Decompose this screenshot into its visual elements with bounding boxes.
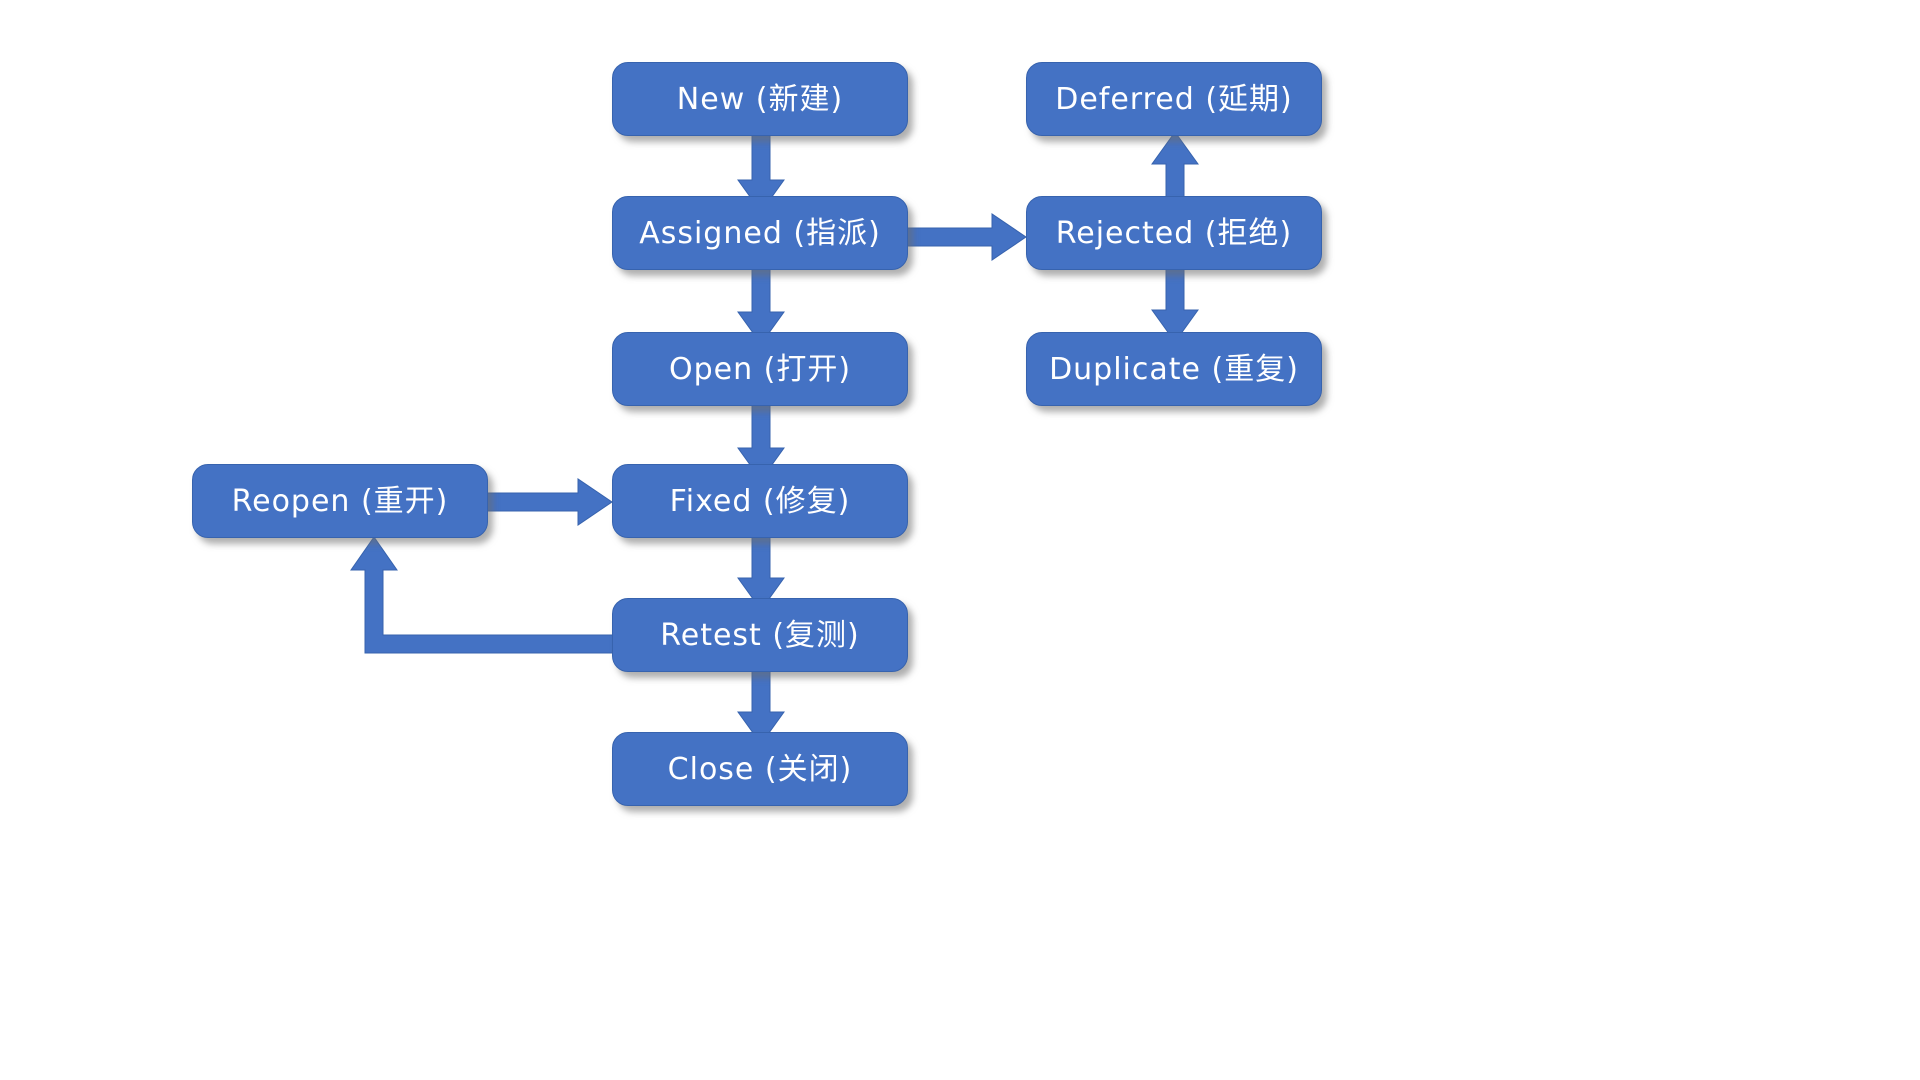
node-close[interactable]: Close (关闭) (612, 732, 908, 806)
node-new-label: New (新建) (676, 81, 844, 117)
node-rejected-label: Rejected (拒绝) (1055, 215, 1293, 251)
node-assigned[interactable]: Assigned (指派) (612, 196, 908, 270)
edge-assigned-to-open (736, 263, 786, 348)
edge-retest-to-reopen (325, 525, 626, 654)
node-retest-label: Retest (复测) (660, 617, 860, 653)
edge-rejected-to-duplicate (1150, 263, 1200, 346)
node-reopen[interactable]: Reopen (重开) (192, 464, 488, 538)
node-fixed-label: Fixed (修复) (669, 483, 851, 519)
edge-fixed-to-retest (736, 533, 786, 614)
node-duplicate-label: Duplicate (重复) (1049, 351, 1299, 387)
node-new[interactable]: New (新建) (612, 62, 908, 136)
node-duplicate[interactable]: Duplicate (重复) (1026, 332, 1322, 406)
node-fixed[interactable]: Fixed (修复) (612, 464, 908, 538)
node-retest[interactable]: Retest (复测) (612, 598, 908, 672)
edge-reopen-to-fixed (485, 477, 616, 527)
node-deferred-label: Deferred (延期) (1055, 81, 1293, 117)
node-reopen-label: Reopen (重开) (231, 483, 449, 519)
node-assigned-label: Assigned (指派) (639, 215, 881, 251)
node-deferred[interactable]: Deferred (延期) (1026, 62, 1322, 136)
node-open[interactable]: Open (打开) (612, 332, 908, 406)
edge-retest-to-close (736, 665, 786, 748)
node-open-label: Open (打开) (668, 351, 852, 387)
node-close-label: Close (关闭) (667, 751, 853, 787)
edge-assigned-to-rejected (905, 212, 1030, 262)
node-rejected[interactable]: Rejected (拒绝) (1026, 196, 1322, 270)
